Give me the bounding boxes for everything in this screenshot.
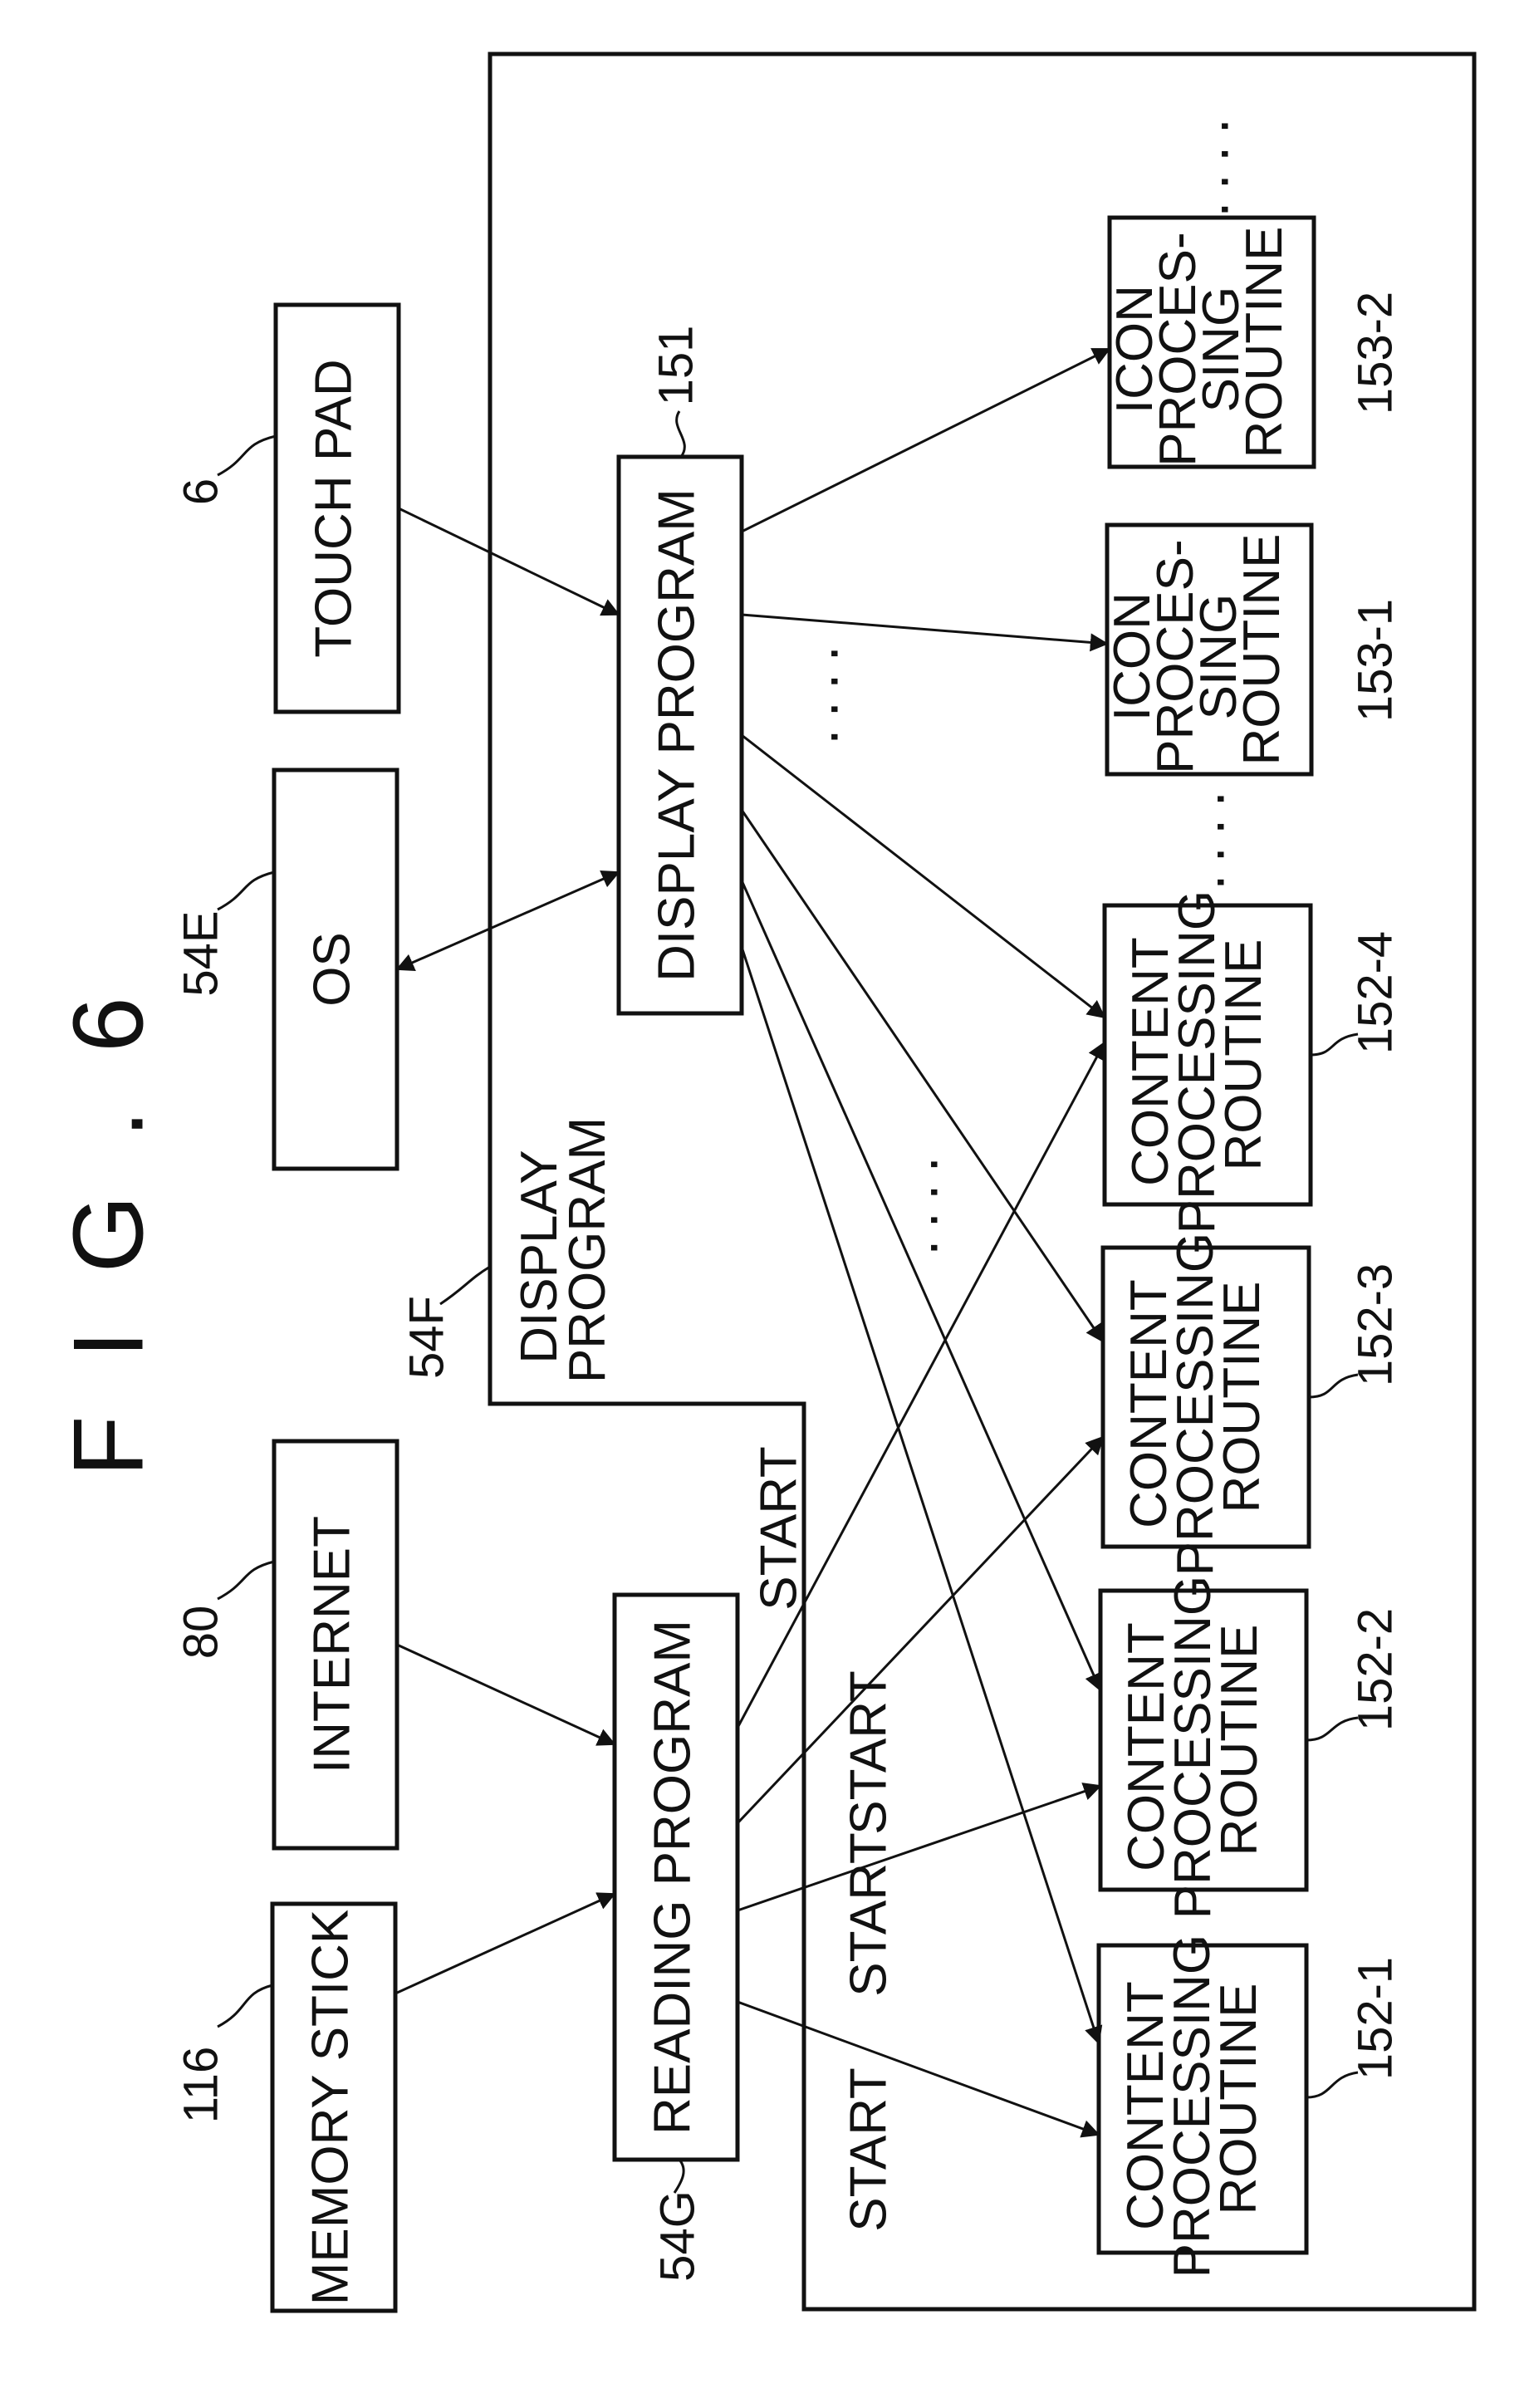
arrow-display-to-153-2 xyxy=(741,347,1111,533)
ellipsis-content-routines: .... xyxy=(885,1145,949,1256)
ellipsis-between-routines: .... xyxy=(1171,779,1236,890)
content-routine-152-3: CONTENT PROCESSING ROUTINE xyxy=(1100,1219,1311,1577)
internet-box xyxy=(272,1439,399,1851)
content-routine-152-1: CONTENT PROCESSING ROUTINE xyxy=(1096,1920,1309,2278)
ellipsis-right-edge: .... xyxy=(1175,106,1240,218)
arrow-display-to-152-3 xyxy=(740,809,1105,1343)
lead-152-2 xyxy=(1306,1716,1359,1742)
start-label-2: START xyxy=(840,1832,897,1997)
icon-routine-153-1: ICON PROCES- SING ROUTINE xyxy=(1104,522,1314,777)
content-line-1: CONTENT xyxy=(1120,1280,1178,1528)
content-routine-label: CONTENT PROCESSING ROUTINE xyxy=(1118,1562,1268,1920)
arrow-display-to-152-1 xyxy=(740,946,1103,2045)
display-program-label: DISPLAY PROGRAM xyxy=(648,488,705,982)
content-line-1: CONTENT xyxy=(1117,1982,1174,2230)
lead-54F xyxy=(439,1265,491,1306)
memory-stick-box xyxy=(270,1901,398,2313)
display-program-frame xyxy=(488,51,1477,2312)
icon-line-3: SING xyxy=(1193,287,1250,413)
content-routine-152-4: CONTENT PROCESSING ROUTINE xyxy=(1102,876,1313,1234)
lead-80 xyxy=(217,1560,275,1601)
ref-152-1: 152-1 xyxy=(1348,1957,1402,2080)
lead-6 xyxy=(217,434,277,477)
os-box xyxy=(272,768,399,1171)
ref-54F: 54F xyxy=(399,1296,453,1379)
icon-line-3: SING xyxy=(1190,594,1247,720)
ellipsis-display-program: .... xyxy=(785,634,850,745)
content-line-1: CONTENT xyxy=(1122,938,1179,1186)
arrow-reading-to-152-2 xyxy=(737,1783,1102,1912)
ref-151: 151 xyxy=(649,326,703,406)
lead-116 xyxy=(217,1984,273,2028)
arrow-display-to-152-2 xyxy=(740,880,1102,1692)
icon-routine-label: ICON PROCES- SING ROUTINE xyxy=(1104,525,1291,774)
content-line-2: PROCESSING xyxy=(1164,1576,1222,1919)
memory-stick-label: MEMORY STICK xyxy=(301,1910,359,2306)
start-label-1: START xyxy=(840,2067,897,2232)
icon-line-4: ROUTINE xyxy=(1233,534,1291,766)
content-routine-label: CONTENT PROCESSING ROUTINE xyxy=(1120,1219,1271,1577)
ref-80: 80 xyxy=(174,1606,228,1660)
lead-54G xyxy=(673,2159,685,2194)
arrow-os-display-bidirectional xyxy=(395,871,620,971)
os-label: OS xyxy=(303,932,360,1007)
content-line-2: PROCESSING xyxy=(1169,890,1226,1233)
internet-label: INTERNET xyxy=(303,1516,360,1773)
icon-routine-153-2: ICON PROCES- SING ROUTINE xyxy=(1106,215,1316,469)
start-label-4: START xyxy=(750,1446,807,1611)
lead-152-3 xyxy=(1308,1373,1359,1399)
reading-program-label: READING PROGRAM xyxy=(644,1620,701,2135)
content-line-3: ROUTINE xyxy=(1210,1984,1267,2215)
icon-line-1: ICON xyxy=(1104,592,1161,721)
arrow-reading-to-152-3 xyxy=(736,1435,1105,1825)
ref-153-1: 153-1 xyxy=(1348,599,1402,722)
display-program-frame-label: DISPLAY PROGRAM xyxy=(511,1117,616,1383)
content-line-3: ROUTINE xyxy=(1211,1625,1268,1856)
arrow-touch-pad-to-display xyxy=(398,507,620,616)
content-line-1: CONTENT xyxy=(1118,1623,1175,1871)
content-line-2: PROCESSING xyxy=(1164,1935,1221,2278)
icon-line-2: PROCES- xyxy=(1147,539,1204,773)
frame-label-line-2: PROGRAM xyxy=(559,1117,616,1383)
lead-152-4 xyxy=(1310,1032,1359,1057)
icon-routine-label: ICON PROCES- SING ROUTINE xyxy=(1106,218,1293,467)
ref-6: 6 xyxy=(174,478,228,505)
lead-54E xyxy=(217,871,275,911)
icon-line-2: PROCES- xyxy=(1149,232,1207,466)
arrow-reading-to-152-1 xyxy=(737,2000,1100,2138)
icon-line-1: ICON xyxy=(1106,285,1164,414)
figure-title: F I G . 6 xyxy=(53,982,164,1476)
ref-54G: 54G xyxy=(650,2190,704,2282)
start-label-3: START xyxy=(840,1670,897,1835)
ref-152-3: 152-3 xyxy=(1348,1263,1402,1386)
content-routine-label: CONTENT PROCESSING ROUTINE xyxy=(1122,876,1272,1234)
reading-program-box xyxy=(612,1592,740,2162)
arrow-memory-stick-to-reading xyxy=(395,1892,616,1995)
content-routine-label: CONTENT PROCESSING ROUTINE xyxy=(1117,1920,1267,2278)
content-line-2: PROCESSING xyxy=(1167,1233,1224,1576)
arrow-internet-to-reading xyxy=(396,1643,616,1746)
lead-151 xyxy=(675,410,686,458)
ref-116: 116 xyxy=(174,2047,228,2123)
display-program-box xyxy=(616,454,744,1016)
lead-152-1 xyxy=(1306,2071,1359,2099)
content-routine-152-2: CONTENT PROCESSING ROUTINE xyxy=(1098,1562,1309,1920)
ref-152-4: 152-4 xyxy=(1348,931,1402,1054)
frame-label-line-1: DISPLAY xyxy=(511,1151,568,1364)
ref-153-2: 153-2 xyxy=(1348,292,1402,414)
touch-pad-label: TOUCH PAD xyxy=(305,359,362,657)
arrow-display-to-152-4 xyxy=(741,733,1106,1019)
ref-152-2: 152-2 xyxy=(1348,1608,1402,1731)
content-line-3: ROUTINE xyxy=(1213,1282,1271,1513)
ref-54E: 54E xyxy=(174,910,228,996)
arrow-reading-to-152-4 xyxy=(736,1041,1106,1729)
content-line-3: ROUTINE xyxy=(1215,939,1272,1171)
icon-line-4: ROUTINE xyxy=(1236,227,1293,459)
arrow-display-to-153-1 xyxy=(741,613,1109,652)
